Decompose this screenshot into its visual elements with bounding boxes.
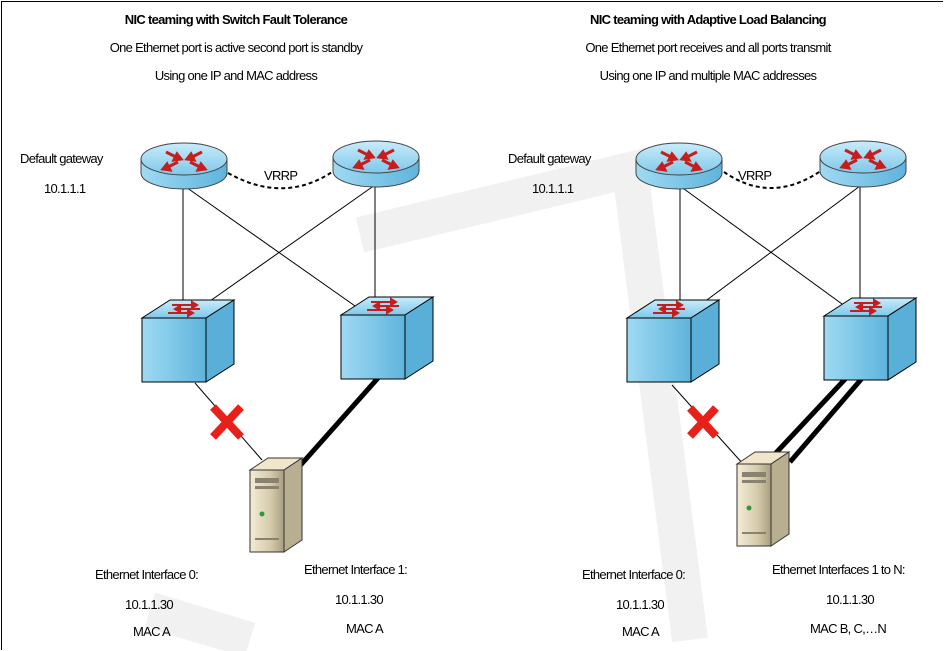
default-gateway-label: Default gateway [20, 151, 103, 166]
vrrp-label: VRRP [738, 168, 772, 183]
link-switch2-server-b [788, 374, 866, 464]
panel-switch-fault-tolerance: NIC teaming with Switch Fault Tolerance … [20, 12, 435, 639]
interface-0-ip: 10.1.1.30 [125, 597, 174, 612]
panel-description-line-1: One Ethernet port receives and all ports… [585, 40, 831, 55]
vrrp-link [723, 169, 823, 189]
interface-1-name: Ethernet Interfaces 1 to N: [772, 562, 906, 577]
default-gateway-ip: 10.1.1.1 [44, 181, 86, 196]
router-2-icon [332, 140, 420, 188]
router-1-icon [635, 142, 723, 190]
link-failure-x-icon [210, 404, 244, 440]
router-1-icon [140, 142, 228, 190]
link-failure-x-icon [687, 405, 719, 439]
interface-0-ip: 10.1.1.30 [616, 597, 665, 612]
link-router2-switch1 [679, 185, 861, 321]
switch-2-icon [822, 297, 918, 381]
interface-1-mac: MAC B, C,…N [810, 621, 887, 636]
server-icon [248, 457, 304, 553]
interface-0-mac: MAC A [622, 624, 660, 639]
link-router1-switch2 [679, 185, 865, 321]
network-diagram-left [140, 140, 435, 553]
panel-title: NIC teaming with Switch Fault Tolerance [124, 12, 348, 27]
interface-0-name: Ethernet Interface 0: [582, 567, 686, 582]
panel-description-line-1: One Ethernet port is active second port … [109, 40, 363, 55]
panel-adaptive-load-balancing: NIC teaming with Adaptive Load Balancing… [472, 0, 944, 651]
switch-1-icon [625, 299, 721, 383]
interface-1-mac: MAC A [346, 621, 384, 636]
link-switch2-server-a [772, 374, 850, 457]
vrrp-link [227, 169, 336, 190]
panel-description-line-2: Using one IP and multiple MAC addresses [599, 68, 817, 83]
switch-1-icon [140, 299, 236, 383]
switch-2-icon [339, 296, 435, 380]
server-icon [735, 451, 791, 547]
interface-0-name: Ethernet Interface 0: [95, 567, 199, 582]
vrrp-label: VRRP [264, 168, 298, 183]
default-gateway-label: Default gateway [508, 151, 591, 166]
interface-1-ip: 10.1.1.30 [335, 592, 384, 607]
panel-description-line-2: Using one IP and MAC address [154, 68, 318, 83]
link-router2-switch1 [182, 184, 376, 321]
interface-1-name: Ethernet Interface 1: [304, 562, 408, 577]
interface-1-ip: 10.1.1.30 [826, 592, 875, 607]
panel-title: NIC teaming with Adaptive Load Balancing [590, 12, 827, 27]
network-diagram-right [625, 140, 918, 547]
link-switch2-server [296, 376, 380, 470]
default-gateway-ip: 10.1.1.1 [532, 181, 574, 196]
router-2-icon [819, 140, 907, 188]
interface-0-mac: MAC A [133, 624, 171, 639]
